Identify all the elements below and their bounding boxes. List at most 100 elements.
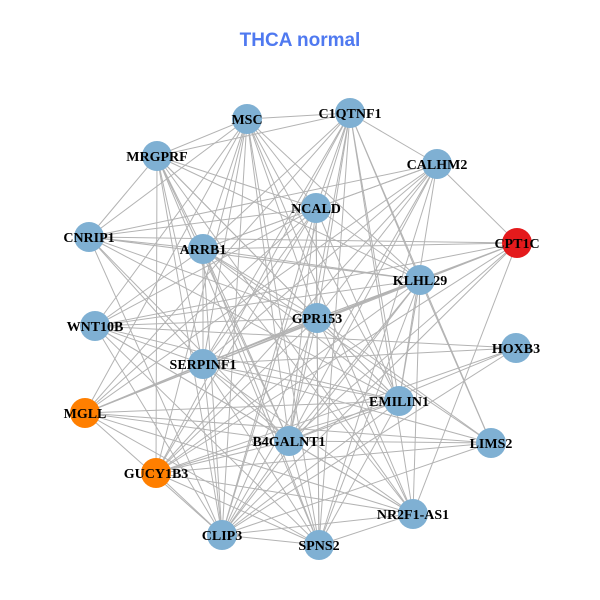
node-circle[interactable] (232, 104, 262, 134)
edge-C1QTNF1-NCALD (315, 112, 351, 209)
node-circle[interactable] (302, 303, 332, 333)
edge-CALHM2-CPT1C (436, 163, 518, 244)
edge-KLHL29-CLIP3 (221, 279, 421, 536)
edge-GPR153-WNT10B (94, 317, 318, 327)
node-wnt10b[interactable]: WNT10B (67, 311, 124, 341)
node-circle[interactable] (80, 311, 110, 341)
node-emilin1[interactable]: EMILIN1 (369, 386, 429, 416)
node-label: CLIP3 (202, 529, 242, 544)
node-cpt1c[interactable]: CPT1C (494, 228, 540, 258)
edge-KLHL29-GUCY1B3 (155, 279, 421, 474)
edge-NR2F1-AS1-SPNS2 (318, 513, 414, 546)
node-gucy1b3[interactable]: GUCY1B3 (124, 458, 189, 488)
node-circle[interactable] (304, 530, 334, 560)
edge-CALHM2-CLIP3 (221, 163, 438, 536)
node-label: NR2F1-AS1 (377, 508, 449, 523)
node-label: WNT10B (67, 320, 124, 335)
edge-NCALD-SERPINF1 (202, 207, 317, 365)
edge-ARRB1-GPR153 (202, 248, 318, 319)
edge-LIMS2-GUCY1B3 (155, 442, 492, 474)
node-circle[interactable] (70, 398, 100, 428)
node-klhl29[interactable]: KLHL29 (393, 265, 447, 295)
node-gpr153[interactable]: GPR153 (292, 303, 343, 333)
edge-ARRB1-WNT10B (94, 248, 204, 327)
node-circle[interactable] (207, 520, 237, 550)
node-circle[interactable] (335, 98, 365, 128)
edge-MSC-C1QTNF1 (246, 112, 351, 120)
node-circle[interactable] (188, 234, 218, 264)
edge-HOXB3-GUCY1B3 (155, 347, 517, 474)
edge-CALHM2-CNRIP1 (88, 163, 438, 238)
node-label: HOXB3 (492, 342, 540, 357)
edge-GPR153-SPNS2 (316, 317, 320, 546)
node-circle[interactable] (422, 149, 452, 179)
node-label: CALHM2 (407, 158, 468, 173)
edge-CPT1C-NR2F1-AS1 (412, 242, 518, 515)
node-ncald[interactable]: NCALD (291, 193, 341, 223)
edge-KLHL29-LIMS2 (419, 279, 492, 444)
edge-MRGPRF-SERPINF1 (156, 155, 204, 365)
edge-ARRB1-CLIP3 (202, 248, 223, 536)
node-label: LIMS2 (470, 437, 513, 452)
node-circle[interactable] (476, 428, 506, 458)
edge-C1QTNF1-B4GALNT1 (288, 112, 351, 442)
edge-GUCY1B3-CLIP3 (155, 472, 223, 536)
node-clip3[interactable]: CLIP3 (202, 520, 242, 550)
edge-GPR153-GUCY1B3 (155, 317, 318, 474)
node-lims2[interactable]: LIMS2 (470, 428, 513, 458)
edge-GUCY1B3-SPNS2 (155, 472, 320, 546)
node-label: C1QTNF1 (319, 107, 382, 122)
node-serpinf1[interactable]: SERPINF1 (170, 349, 237, 379)
node-calhm2[interactable]: CALHM2 (407, 149, 468, 179)
node-c1qtnf1[interactable]: C1QTNF1 (319, 98, 382, 128)
node-b4galnt1[interactable]: B4GALNT1 (252, 426, 326, 456)
node-cnrip1[interactable]: CNRIP1 (63, 222, 115, 252)
node-circle[interactable] (384, 386, 414, 416)
edge-NCALD-MGLL (84, 207, 317, 414)
node-msc[interactable]: MSC (231, 104, 263, 134)
node-mgll[interactable]: MGLL (64, 398, 107, 428)
edge-MGLL-SPNS2 (84, 412, 320, 546)
node-label: NCALD (291, 202, 341, 217)
edge-WNT10B-EMILIN1 (94, 325, 400, 402)
node-circle[interactable] (398, 499, 428, 529)
edge-MSC-MRGPRF (156, 118, 248, 157)
node-spns2[interactable]: SPNS2 (298, 530, 340, 560)
node-label: EMILIN1 (369, 395, 429, 410)
edge-MSC-ARRB1 (202, 118, 248, 250)
edge-KLHL29-B4GALNT1 (288, 279, 421, 442)
node-circle[interactable] (274, 426, 304, 456)
edge-SERPINF1-B4GALNT1 (202, 363, 290, 442)
edge-ARRB1-KLHL29 (202, 248, 421, 281)
node-arrb1[interactable]: ARRB1 (180, 234, 227, 264)
node-circle[interactable] (502, 228, 532, 258)
edge-CNRIP1-CLIP3 (88, 236, 223, 536)
node-label: ARRB1 (180, 243, 227, 258)
edge-EMILIN1-B4GALNT1 (288, 400, 400, 442)
node-label: CPT1C (494, 237, 539, 252)
edge-MRGPRF-NCALD (156, 155, 317, 209)
edge-C1QTNF1-MRGPRF (156, 112, 351, 157)
node-nr2f1-as1[interactable]: NR2F1-AS1 (377, 499, 449, 529)
edge-GPR153-NR2F1-AS1 (316, 317, 414, 515)
edge-CNRIP1-B4GALNT1 (88, 236, 290, 442)
edge-B4GALNT1-NR2F1-AS1 (288, 440, 414, 515)
edge-HOXB3-SERPINF1 (202, 347, 517, 365)
node-circle[interactable] (405, 265, 435, 295)
edge-SERPINF1-LIMS2 (202, 363, 492, 444)
edge-EMILIN1-MGLL (84, 400, 400, 414)
edge-KLHL29-WNT10B (94, 279, 421, 327)
node-circle[interactable] (141, 458, 171, 488)
node-circle[interactable] (501, 333, 531, 363)
node-label: GPR153 (292, 312, 343, 327)
edge-C1QTNF1-SERPINF1 (202, 112, 351, 365)
node-mrgprf[interactable]: MRGPRF (126, 141, 188, 171)
node-circle[interactable] (74, 222, 104, 252)
node-hoxb3[interactable]: HOXB3 (492, 333, 540, 363)
edge-GUCY1B3-NR2F1-AS1 (155, 472, 414, 515)
node-label: MGLL (64, 407, 107, 422)
node-circle[interactable] (142, 141, 172, 171)
node-circle[interactable] (188, 349, 218, 379)
node-circle[interactable] (301, 193, 331, 223)
